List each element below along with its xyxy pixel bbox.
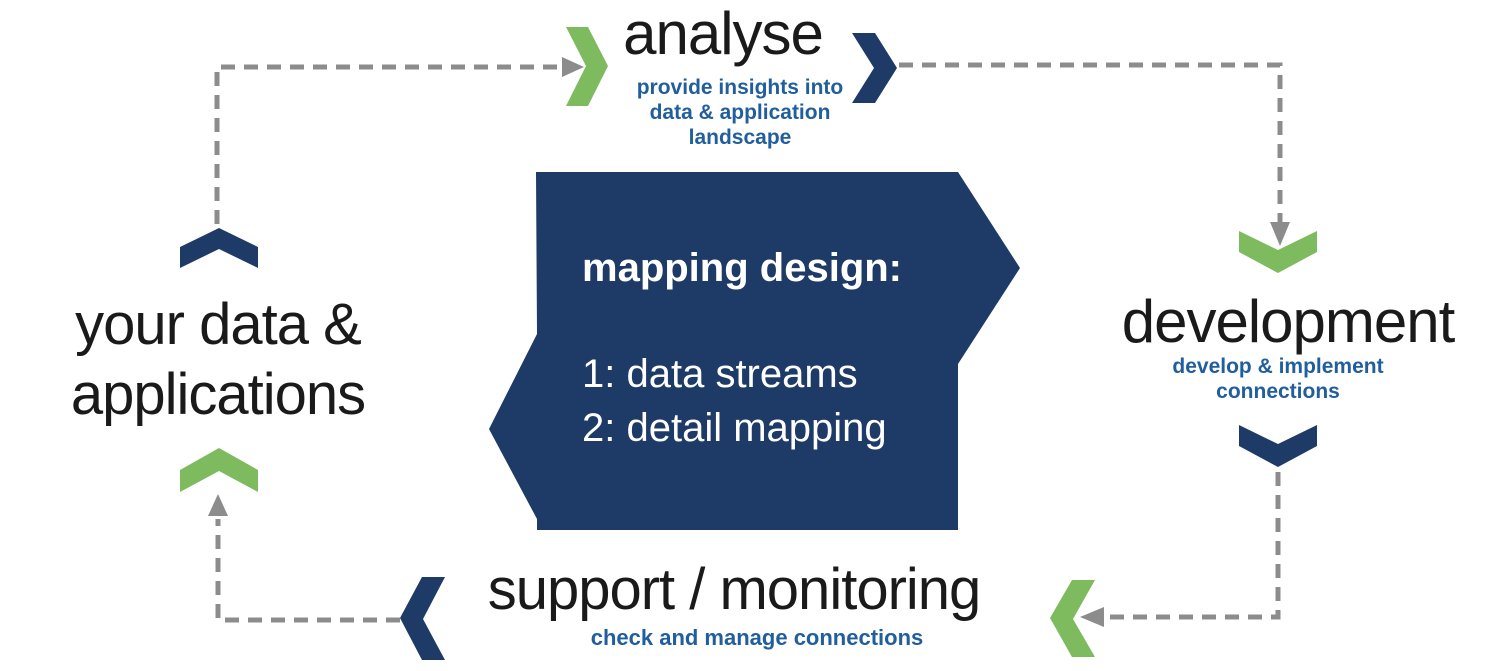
development-subtitle-line2: connections	[1216, 380, 1340, 403]
development-subtitle-line1: develop & implement	[1172, 355, 1384, 378]
stage-source-line1: your data &	[75, 292, 362, 357]
stage-support-subtitle: check and manage connections	[590, 625, 924, 650]
connector-support-to-source	[208, 494, 400, 623]
arrowhead-down-icon	[1270, 222, 1290, 246]
center-banner-title: mapping design:	[582, 246, 902, 290]
arrowhead-up-icon	[208, 494, 228, 516]
chevron-right-green-icon	[566, 27, 608, 106]
arrowhead-left-icon	[1080, 607, 1104, 627]
connector-development-to-support	[1080, 472, 1281, 627]
analyse-subtitle-line2: data & application	[649, 101, 831, 124]
dashed-line	[1104, 472, 1281, 620]
dashed-line	[899, 62, 1283, 222]
center-banner-shape	[489, 172, 1020, 530]
chevron-down-navy-icon	[1239, 425, 1317, 467]
chevron-right-navy-icon	[852, 33, 897, 103]
connector-source-to-analyse	[214, 57, 584, 224]
chevron-up-green-icon	[180, 448, 258, 492]
chevron-left-green-icon	[1050, 580, 1095, 657]
center-item-2: 2: detail mapping	[582, 406, 887, 450]
dashed-line	[214, 64, 562, 224]
center-banner-items: 1: data streams 2: detail mapping	[582, 347, 962, 455]
arrowhead-right-icon	[562, 57, 584, 77]
stage-development-title: development	[1121, 288, 1456, 355]
chevron-left-navy-icon	[400, 577, 445, 660]
center-item-1: 1: data streams	[582, 352, 858, 396]
analyse-subtitle-line1: provide insights into	[636, 76, 844, 99]
stage-analyse-subtitle: provide insights into data & application…	[590, 75, 890, 150]
stage-source-line2: applications	[70, 362, 366, 427]
analyse-subtitle-line3: landscape	[688, 126, 792, 149]
dashed-line	[215, 519, 400, 623]
stage-support-title: support / monitoring	[487, 557, 982, 622]
stage-analyse-title: analyse	[623, 0, 824, 67]
connector-analyse-to-development	[899, 62, 1290, 246]
chevron-down-green-icon	[1239, 231, 1317, 273]
stage-source-label: your data & applications	[18, 290, 418, 430]
stage-development-subtitle: develop & implement connections	[1078, 354, 1478, 404]
chevron-up-navy-icon	[180, 228, 258, 268]
